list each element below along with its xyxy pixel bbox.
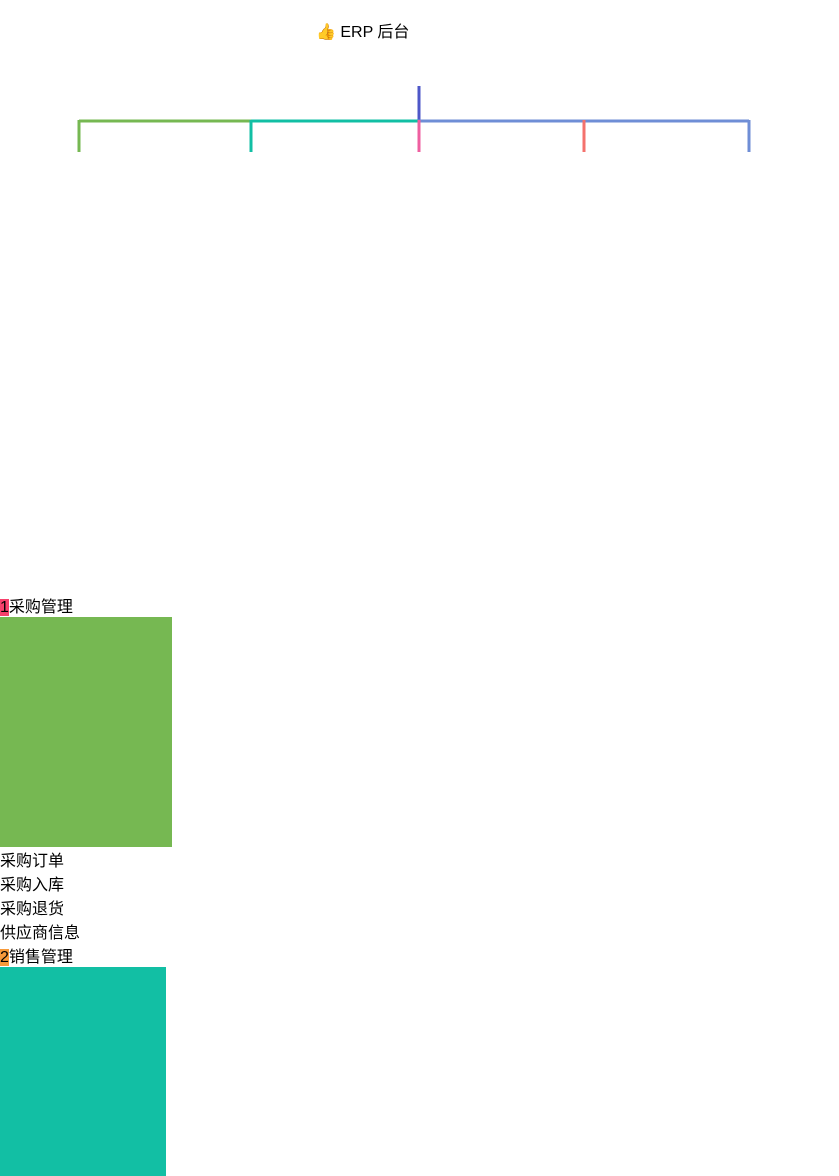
- leaf-item[interactable]: 供应商信息: [0, 919, 172, 943]
- column-title: 销售管理: [8, 949, 73, 966]
- thumbs-up-icon: 👍: [316, 24, 336, 41]
- connector-lines: [77, 86, 751, 152]
- leaf-item-label: 供应商信息: [0, 925, 81, 942]
- root-node-card[interactable]: 👍 ERP 后台: [316, 18, 522, 86]
- column-header[interactable]: 1采购管理: [0, 593, 172, 617]
- leaf-item[interactable]: 采购订单: [0, 847, 172, 871]
- leaf-item-label: 采购订单: [0, 853, 65, 870]
- column-spine: [0, 617, 172, 847]
- column-销售管理: 2销售管理销售订单销售出库销售退货客户信息: [0, 943, 166, 1176]
- column-badge: 1: [0, 599, 9, 616]
- column-title: 采购管理: [8, 599, 73, 616]
- leaf-item[interactable]: 采购退货: [0, 895, 172, 919]
- leaf-item[interactable]: 采购入库: [0, 871, 172, 895]
- root-node-title: ERP 后台: [340, 24, 410, 41]
- column-container: 1采购管理采购订单采购入库采购退货供应商信息2销售管理销售订单销售出库销售退货客…: [0, 593, 839, 1176]
- leaf-item-label: 采购入库: [0, 877, 65, 894]
- column-采购管理: 1采购管理采购订单采购入库采购退货供应商信息: [0, 593, 172, 943]
- column-header[interactable]: 2销售管理: [0, 943, 166, 967]
- column-spine: [0, 967, 166, 1176]
- column-badge: 2: [0, 949, 9, 966]
- leaf-item-label: 采购退货: [0, 901, 65, 918]
